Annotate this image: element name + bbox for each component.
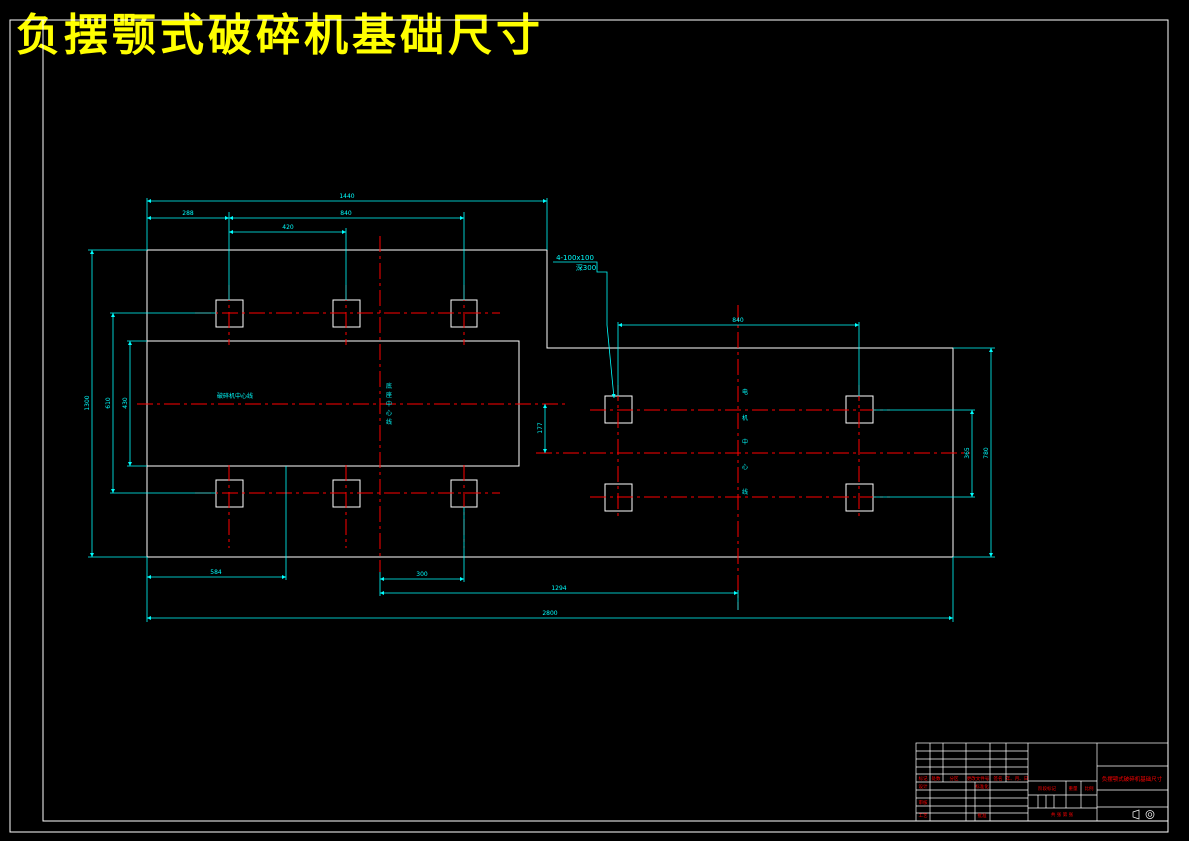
tb-cell-sign: 签名 xyxy=(994,775,1003,782)
base-center-char-4: 心 xyxy=(386,410,392,417)
dim-177: 177 xyxy=(537,422,544,434)
base-center-char-3: 中 xyxy=(386,400,392,408)
tb-cell-design: 设计 xyxy=(919,783,928,790)
dim-584: 584 xyxy=(210,569,222,576)
inner-border xyxy=(42,19,1169,822)
tb-drawing-name: 负摆颚式破碎机基础尺寸 xyxy=(1102,775,1163,783)
dim-840-top: 840 xyxy=(340,210,352,217)
tb-cell-date: 年、月、日 xyxy=(1006,775,1029,782)
tb-cell-weight: 重量 xyxy=(1069,785,1078,792)
dimension-lines xyxy=(88,198,995,622)
tb-cell-change: 更改文件号 xyxy=(967,775,990,782)
motor-center-char-5: 线 xyxy=(742,488,748,496)
motor-center-char-2: 机 xyxy=(742,414,748,422)
title-block xyxy=(915,742,1169,822)
tb-cell-sheets: 共 张 第 张 xyxy=(1051,811,1074,818)
dim-610: 610 xyxy=(105,397,112,409)
tb-cell-process: 工艺 xyxy=(919,813,928,819)
motor-center-char-3: 中 xyxy=(742,438,748,446)
title-block-texts: 负摆颚式破碎机基础尺寸 标记 处数 分区 更改文件号 签名 年、月、日 设计 标… xyxy=(919,775,1163,819)
tb-cell-approve: 批准 xyxy=(978,812,987,819)
drawing-title: 负摆颚式破碎机基础尺寸 xyxy=(16,10,544,61)
callout-line2: 深300 xyxy=(576,263,596,272)
bolt-holes xyxy=(215,299,874,512)
tb-cell-standard: 标准化 xyxy=(975,783,989,790)
centerline-labels: 破碎机中心线 底 座 中 心 线 电 机 中 心 线 xyxy=(217,382,748,496)
dim-365: 365 xyxy=(964,447,971,459)
dim-300: 300 xyxy=(416,571,428,578)
motor-center-char-4: 心 xyxy=(742,464,748,471)
dim-1294: 1294 xyxy=(551,585,566,592)
tb-cell-count: 处数 xyxy=(932,775,941,782)
projection-symbol-icon xyxy=(1132,809,1155,820)
dimension-texts: 1440 288 840 420 840 1300 610 430 177 36… xyxy=(84,193,990,617)
base-center-char-2: 座 xyxy=(386,391,392,399)
tb-cell-mark: 标记 xyxy=(919,775,928,782)
center-lines xyxy=(137,236,970,610)
crusher-center-label: 破碎机中心线 xyxy=(217,392,253,400)
tb-cell-zone: 分区 xyxy=(950,775,959,782)
dim-288: 288 xyxy=(182,210,194,217)
tb-cell-stage: 阶段标记 xyxy=(1038,785,1056,792)
callout-line1: 4-100x100 xyxy=(556,254,594,262)
dim-2800: 2800 xyxy=(542,610,557,617)
tb-cell-review: 审核 xyxy=(919,799,928,806)
base-center-char-5: 线 xyxy=(386,418,392,426)
dim-840-right: 840 xyxy=(732,317,744,324)
dim-420: 420 xyxy=(282,224,294,231)
motor-center-char-1: 电 xyxy=(742,388,748,396)
dim-780: 780 xyxy=(983,447,990,459)
dim-1440: 1440 xyxy=(339,193,354,200)
base-center-char-1: 底 xyxy=(386,382,392,390)
outer-border xyxy=(9,19,1169,833)
tb-cell-scale: 比例 xyxy=(1085,785,1094,792)
dim-1300: 1300 xyxy=(84,395,91,410)
dim-430: 430 xyxy=(122,397,129,409)
